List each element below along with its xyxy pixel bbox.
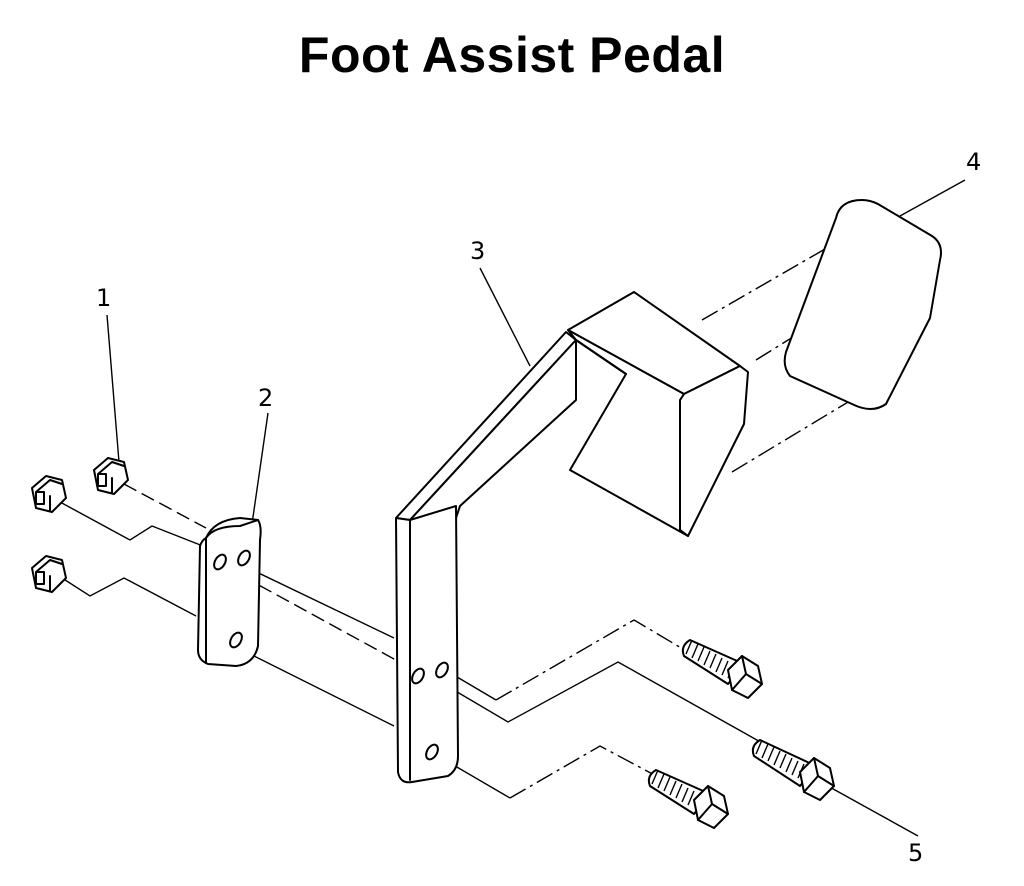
assembly-line-hole-a <box>243 565 395 639</box>
callout-2: 2 <box>258 384 273 412</box>
plate-body <box>197 517 262 667</box>
assembly-line-bolt2 <box>429 661 765 745</box>
leader-3 <box>479 267 531 367</box>
hex-bolt <box>647 769 729 829</box>
leader-5 <box>825 784 919 837</box>
callout-5: 5 <box>908 839 923 867</box>
bracket-arm-side <box>409 339 577 521</box>
plate-hole <box>229 631 243 649</box>
leader-1 <box>106 314 120 463</box>
leader-4 <box>899 179 966 217</box>
assembly-line-nut2 <box>59 501 209 549</box>
assembly-line-bolt1-b <box>495 619 689 701</box>
assembly-line-bolt1-a <box>451 673 497 701</box>
callout-4: 4 <box>966 148 981 176</box>
pedal-front <box>679 365 749 537</box>
hex-nut <box>31 555 67 593</box>
backing-plate <box>197 517 262 667</box>
assembly-line-hole-b <box>223 565 415 671</box>
leader-2 <box>251 412 269 525</box>
assembly-line-nut1 <box>123 483 207 529</box>
hex-nut <box>31 475 67 513</box>
bracket-hole <box>425 743 439 761</box>
hex-bolt <box>681 639 763 699</box>
diagram-title: Foot Assist Pedal <box>298 27 726 83</box>
pedal-bracket <box>395 291 749 784</box>
assembly-line-nut3 <box>61 577 197 617</box>
bracket-plate <box>395 505 459 784</box>
bracket-hole <box>411 667 425 685</box>
rubber-pad <box>783 199 942 410</box>
callout-1: 1 <box>96 284 111 312</box>
hex-bolt <box>751 739 835 801</box>
assembly-line-hole-c <box>253 655 395 727</box>
hex-nut <box>93 457 129 495</box>
plate-hole <box>213 553 227 571</box>
callout-3: 3 <box>470 237 485 265</box>
bracket-hole <box>435 661 449 679</box>
plate-hole <box>237 549 251 567</box>
assembly-line-bolt3-b <box>509 745 661 799</box>
